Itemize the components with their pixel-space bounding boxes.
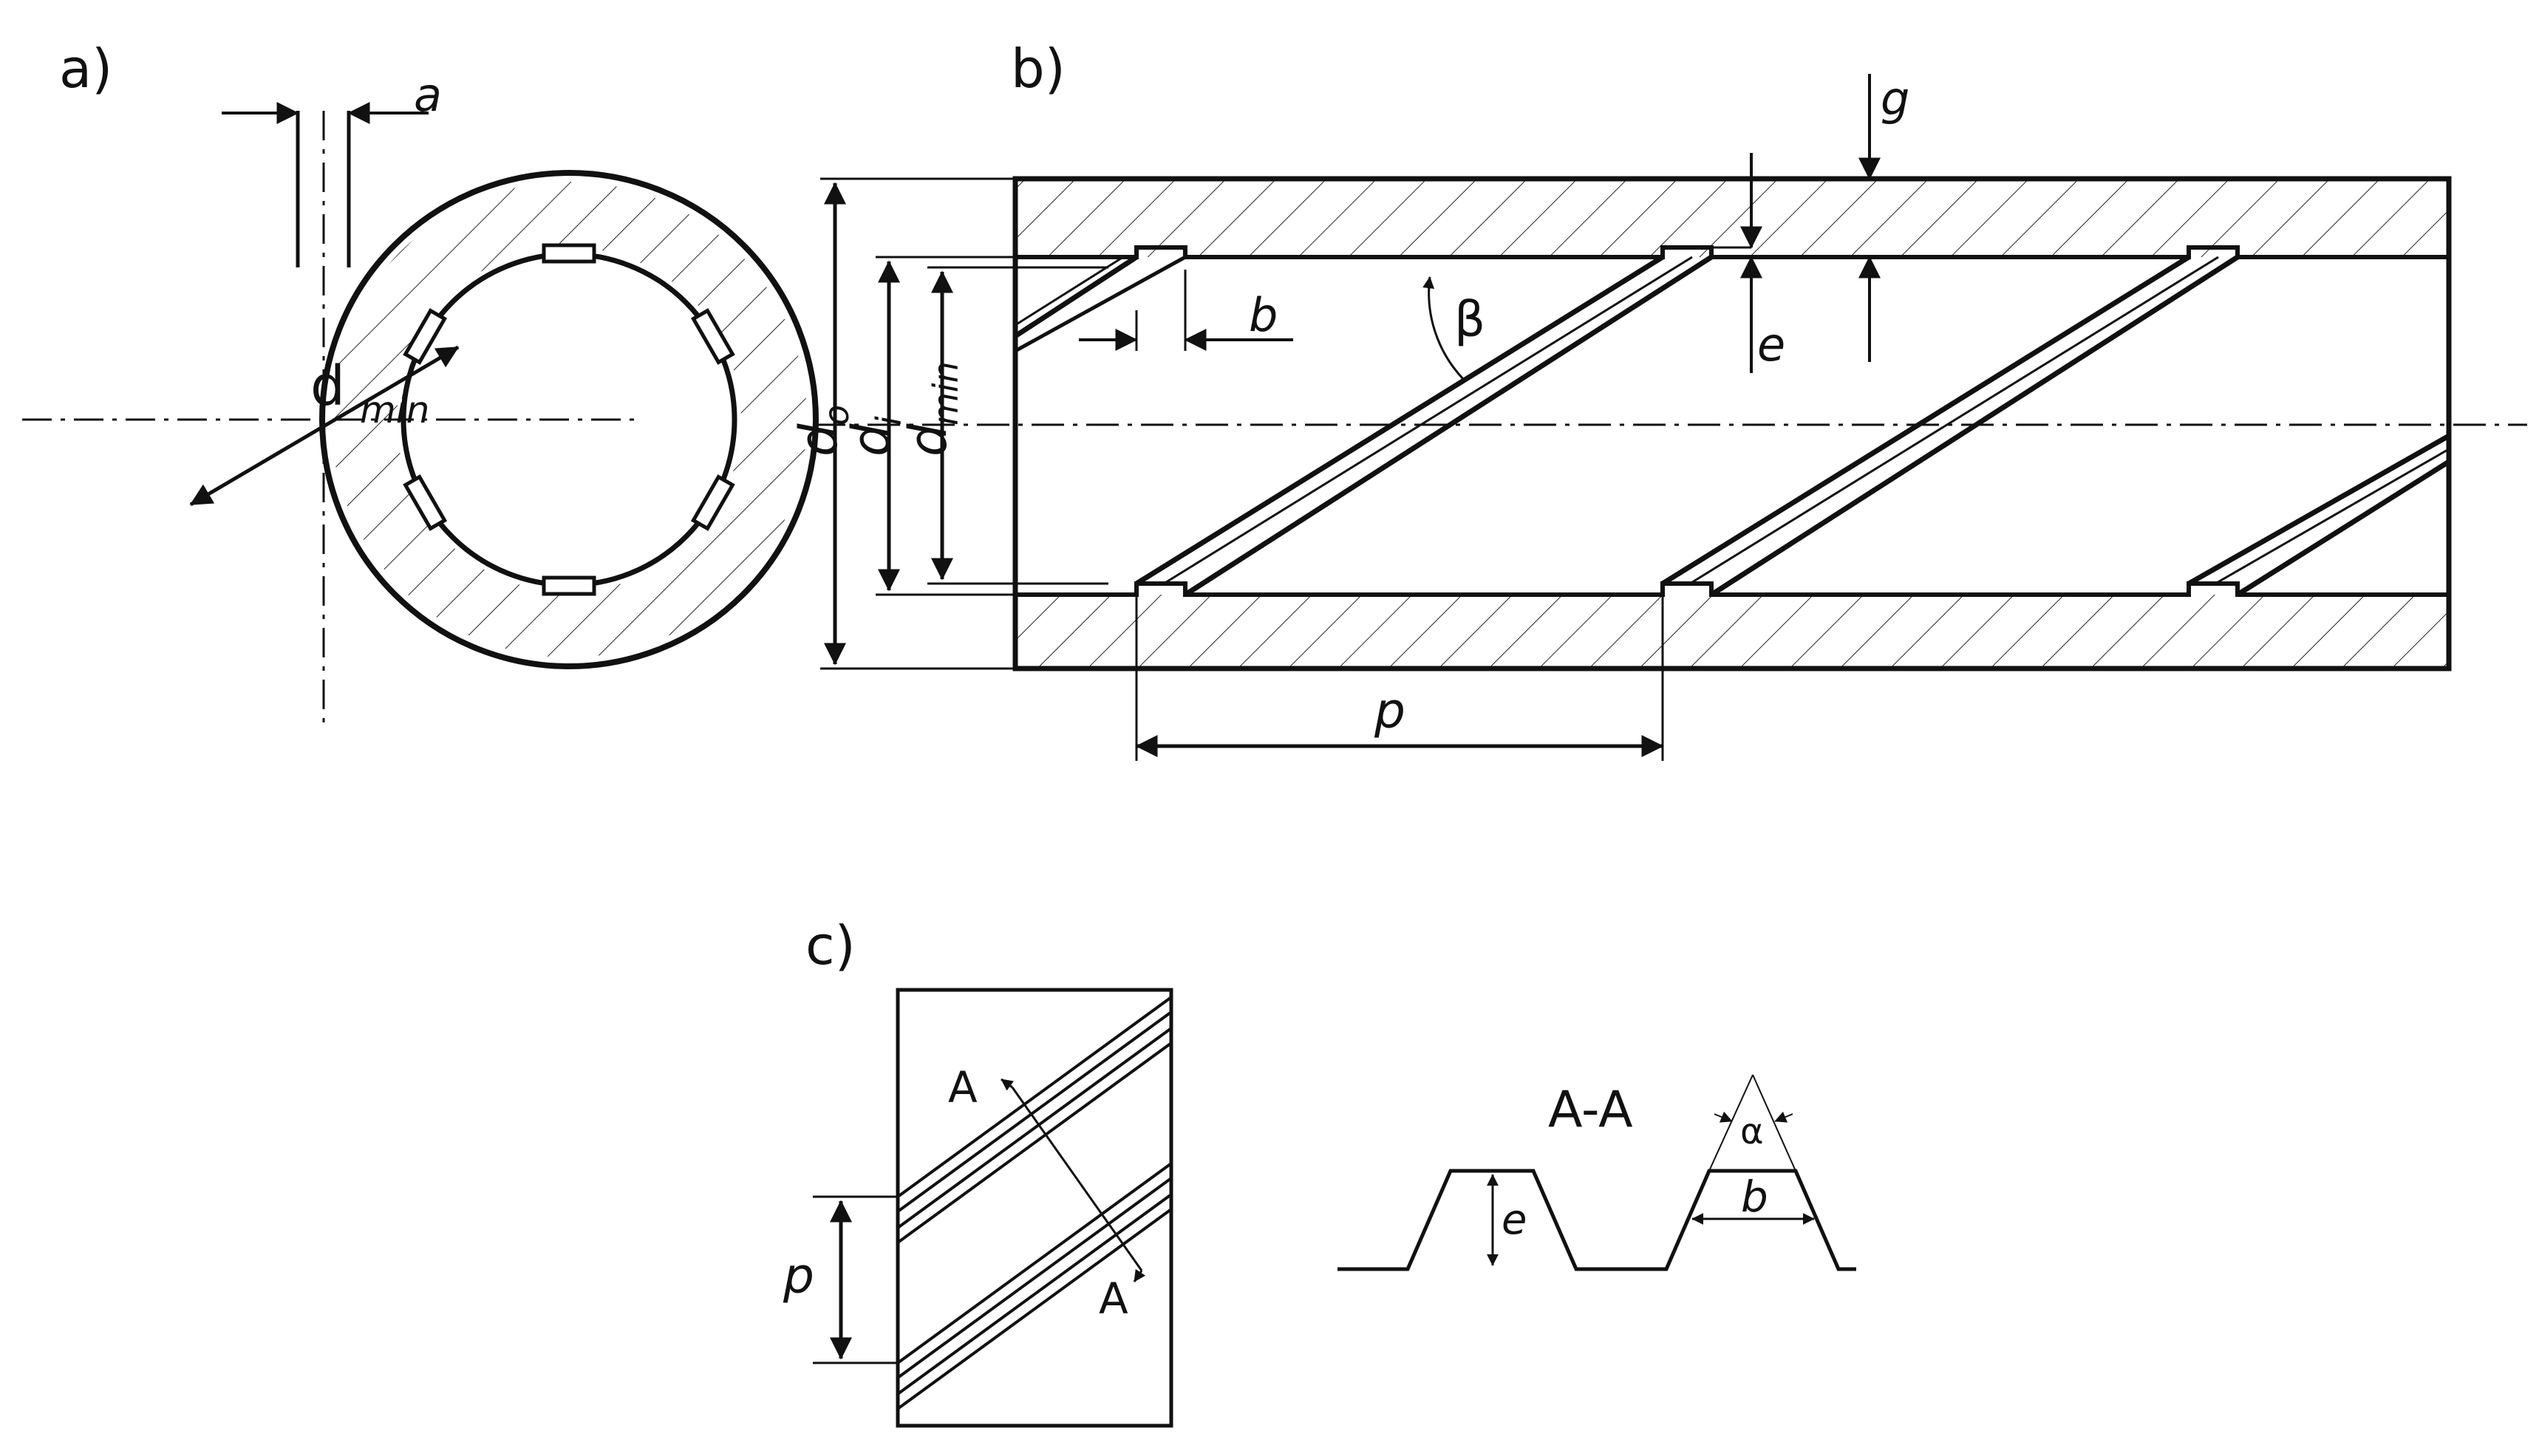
- label-d-i: d i: [841, 416, 909, 457]
- panel-c: c) A A p: [783, 915, 1856, 1428]
- label-g: g: [1881, 72, 1909, 126]
- upper-wall-hatch: [1015, 179, 2449, 257]
- dimension-e-panel-b: e: [1663, 153, 1785, 373]
- label-d-o: d o: [788, 405, 856, 457]
- developed-grooves: [896, 996, 1173, 1410]
- svg-text:d: d: [841, 423, 902, 457]
- label-b-panel-b: b: [1249, 288, 1278, 342]
- helical-grooves: [1014, 255, 2450, 597]
- label-a: a: [414, 68, 442, 122]
- section-label-a-bottom: A: [1099, 1274, 1128, 1324]
- developed-surface: [896, 988, 1173, 1428]
- svg-text:d: d: [898, 423, 958, 457]
- tube-outer-outline: [1012, 176, 2452, 671]
- section-label-a-top: A: [948, 1062, 978, 1112]
- dimension-g: g: [1858, 72, 1909, 362]
- panel-label-b: b): [1011, 38, 1066, 100]
- panel-label-c: c): [805, 915, 856, 977]
- label-d: d: [310, 355, 345, 418]
- dimension-p-panel-c: p: [783, 1195, 898, 1364]
- label-b-panel-c: b: [1741, 1172, 1768, 1222]
- panel-label-a: a): [59, 38, 112, 100]
- label-beta: β: [1454, 291, 1485, 348]
- svg-text:min: min: [926, 361, 966, 425]
- dimension-a: a: [222, 68, 442, 124]
- label-d-min-b: d min: [898, 361, 966, 457]
- lower-wall-hatch: [1015, 595, 2449, 669]
- section-a-a-profile: A-A e b α: [1337, 1074, 1856, 1271]
- dimension-b-panel-b: b: [1079, 270, 1293, 351]
- groove-trapezoid-profile: [1337, 1169, 1856, 1271]
- dimension-d-min-a: d min: [189, 345, 460, 507]
- label-p-panel-b: p: [1374, 683, 1405, 739]
- panel-b: b): [788, 38, 2527, 761]
- label-e-panel-b: e: [1757, 318, 1785, 372]
- svg-text:d: d: [788, 423, 849, 457]
- svg-text:i: i: [869, 416, 909, 425]
- svg-text:o: o: [817, 405, 856, 425]
- label-alpha: α: [1740, 1111, 1764, 1152]
- angle-beta: β: [1422, 276, 1485, 383]
- lower-bore-profile: [1015, 581, 2449, 597]
- dimension-p-panel-b: p: [1135, 584, 1664, 761]
- section-cut-line: A A: [948, 1062, 1146, 1324]
- panel-a: a) a: [22, 38, 819, 724]
- label-p-panel-c: p: [783, 1248, 814, 1305]
- label-e-panel-c: e: [1502, 1196, 1527, 1244]
- diameter-extension-lines: [820, 177, 1136, 670]
- label-min-subscript: min: [360, 389, 429, 431]
- section-title: A-A: [1548, 1081, 1633, 1139]
